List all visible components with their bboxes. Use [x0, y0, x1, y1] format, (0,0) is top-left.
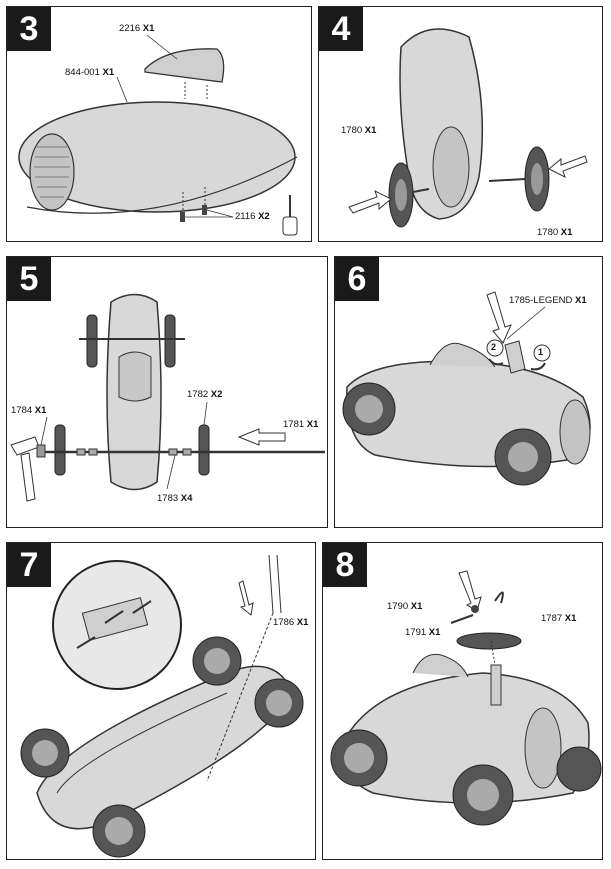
- part-label: 1790 X1: [387, 601, 423, 612]
- grille-icon: [29, 133, 75, 211]
- hammer-icon: [10, 436, 40, 502]
- step-panel-7: 7 1786 X1: [6, 542, 316, 860]
- part-label: 844-001 X1: [65, 67, 115, 78]
- step-number: 6: [335, 257, 379, 301]
- callout-icon: [486, 339, 504, 357]
- callout-number: 1: [538, 347, 544, 357]
- step-number: 3: [7, 7, 51, 51]
- wheel-icon: [198, 424, 210, 476]
- arrow-icon: [458, 570, 482, 612]
- part-label: 1784 X1: [11, 405, 47, 416]
- arrow-icon: [548, 155, 588, 178]
- grille-icon: [432, 126, 470, 208]
- part-label: 1786 X1: [273, 617, 309, 628]
- wheel-icon: [164, 314, 176, 368]
- car-front-wheels-illustration: [348, 28, 588, 228]
- step-panel-4: 4 1780 X1 1780 X1: [318, 6, 603, 242]
- screwdriver-icon: [282, 195, 298, 236]
- wheel-icon: [86, 314, 98, 368]
- step-panel-3: 3 2216 X1 844-001 X1 2116 X2: [6, 6, 312, 242]
- wheel-icon: [54, 424, 66, 476]
- part-label: 2216 X1: [119, 23, 155, 34]
- part-label: 1780 X1: [537, 227, 573, 238]
- part-label: 1783 X4: [157, 493, 193, 504]
- step-panel-6: 6 1785-LEGEND X1 2 1: [334, 256, 603, 528]
- wheel-icon: [556, 746, 602, 792]
- car-underside-illustration: [20, 554, 304, 858]
- car-body-illustration: [18, 34, 298, 236]
- part-label: 1782 X2: [187, 389, 223, 400]
- grille-icon: [524, 707, 562, 789]
- part-label: 1780 X1: [341, 125, 377, 136]
- step-number: 5: [7, 257, 51, 301]
- part-label: 2116 X2: [235, 211, 270, 222]
- callout-number: 2: [491, 342, 497, 352]
- step-panel-8: 8 1790 X1 1791 X1 1787 X1: [322, 542, 603, 860]
- step-number: 4: [319, 7, 363, 51]
- callout-icon: [533, 344, 551, 362]
- car-top-rear-axle-illustration: [10, 293, 325, 502]
- arrow-icon: [486, 291, 512, 344]
- arrow-icon: [348, 190, 392, 214]
- seat-icon: [144, 48, 225, 83]
- part-label: 1787 X1: [541, 613, 577, 624]
- grille-icon: [559, 399, 591, 465]
- step-panel-5: 5 1784 X1 1782 X2 1781 X1 1783 X4: [6, 256, 328, 528]
- car-legend-illustration: [342, 291, 591, 486]
- arrow-icon: [237, 428, 286, 446]
- part-label: 1791 X1: [405, 627, 441, 638]
- arrow-icon: [238, 580, 254, 616]
- step-number: 8: [323, 543, 367, 587]
- part-label: 1785-LEGEND X1: [509, 295, 587, 306]
- car-steering-wheel-illustration: [330, 570, 602, 826]
- part-label: 1781 X1: [283, 419, 319, 430]
- rotate-icon: [494, 591, 504, 604]
- steering-wheel-icon: [456, 632, 522, 650]
- step-number: 7: [7, 543, 51, 587]
